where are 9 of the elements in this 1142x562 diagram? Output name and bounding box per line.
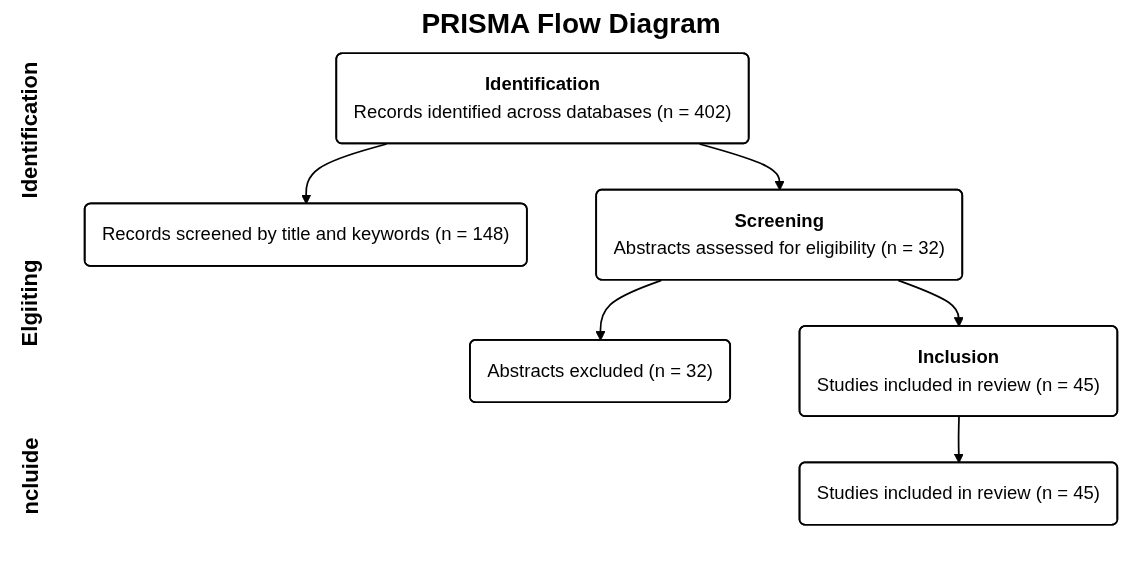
diagram-title: PRISMA Flow Diagram — [421, 8, 721, 40]
stage-label: ncluide — [17, 437, 43, 515]
arrow — [301, 143, 388, 205]
arrow — [953, 415, 964, 464]
stage-label: Elgiiting — [17, 259, 43, 347]
arrow — [595, 279, 663, 341]
arrow — [897, 279, 964, 327]
arrow — [698, 143, 785, 191]
stage-label: Identification — [17, 61, 43, 199]
